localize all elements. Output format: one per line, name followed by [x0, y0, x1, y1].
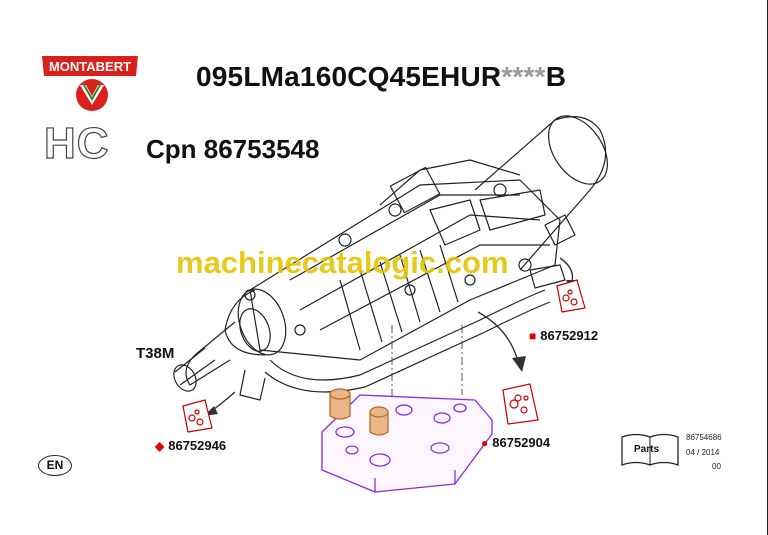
model-main: 095LMa160CQ45EHUR	[196, 61, 502, 92]
shank-label: T38M	[136, 345, 175, 362]
doc-number: 86754686	[686, 433, 722, 442]
cpn-number: Cpn 86753548	[146, 134, 320, 164]
doc-revision: 00	[712, 462, 721, 471]
part-label-86752904[interactable]: ●86752904	[481, 435, 550, 450]
part-label-86752912[interactable]: ■86752912	[529, 328, 598, 343]
model-suffix: B	[545, 61, 567, 92]
model-title: 095LMa160CQ45EHUR****B	[196, 61, 566, 93]
diamond-marker-icon: ◆	[155, 439, 165, 453]
language-badge: EN	[38, 455, 72, 476]
book-label: Parts	[634, 444, 660, 455]
highlighted-plate	[321, 394, 493, 493]
section-code: HC	[43, 119, 110, 168]
watermark-text: machinecatalogic.com	[176, 245, 509, 280]
part-label-86752946[interactable]: ◆86752946	[155, 438, 226, 453]
parts-book-icon	[621, 433, 679, 466]
circle-marker-icon: ●	[481, 436, 489, 450]
part-number: 86752946	[168, 438, 227, 453]
logo-text: MONTABERT	[49, 59, 131, 74]
part-number: 86752912	[540, 328, 599, 343]
model-stars: ****	[501, 61, 546, 92]
part-number: 86752904	[492, 435, 551, 450]
square-marker-icon: ■	[529, 329, 537, 343]
montabert-logo: MONTABERT	[42, 56, 138, 111]
doc-date: 04 / 2014	[686, 448, 720, 457]
